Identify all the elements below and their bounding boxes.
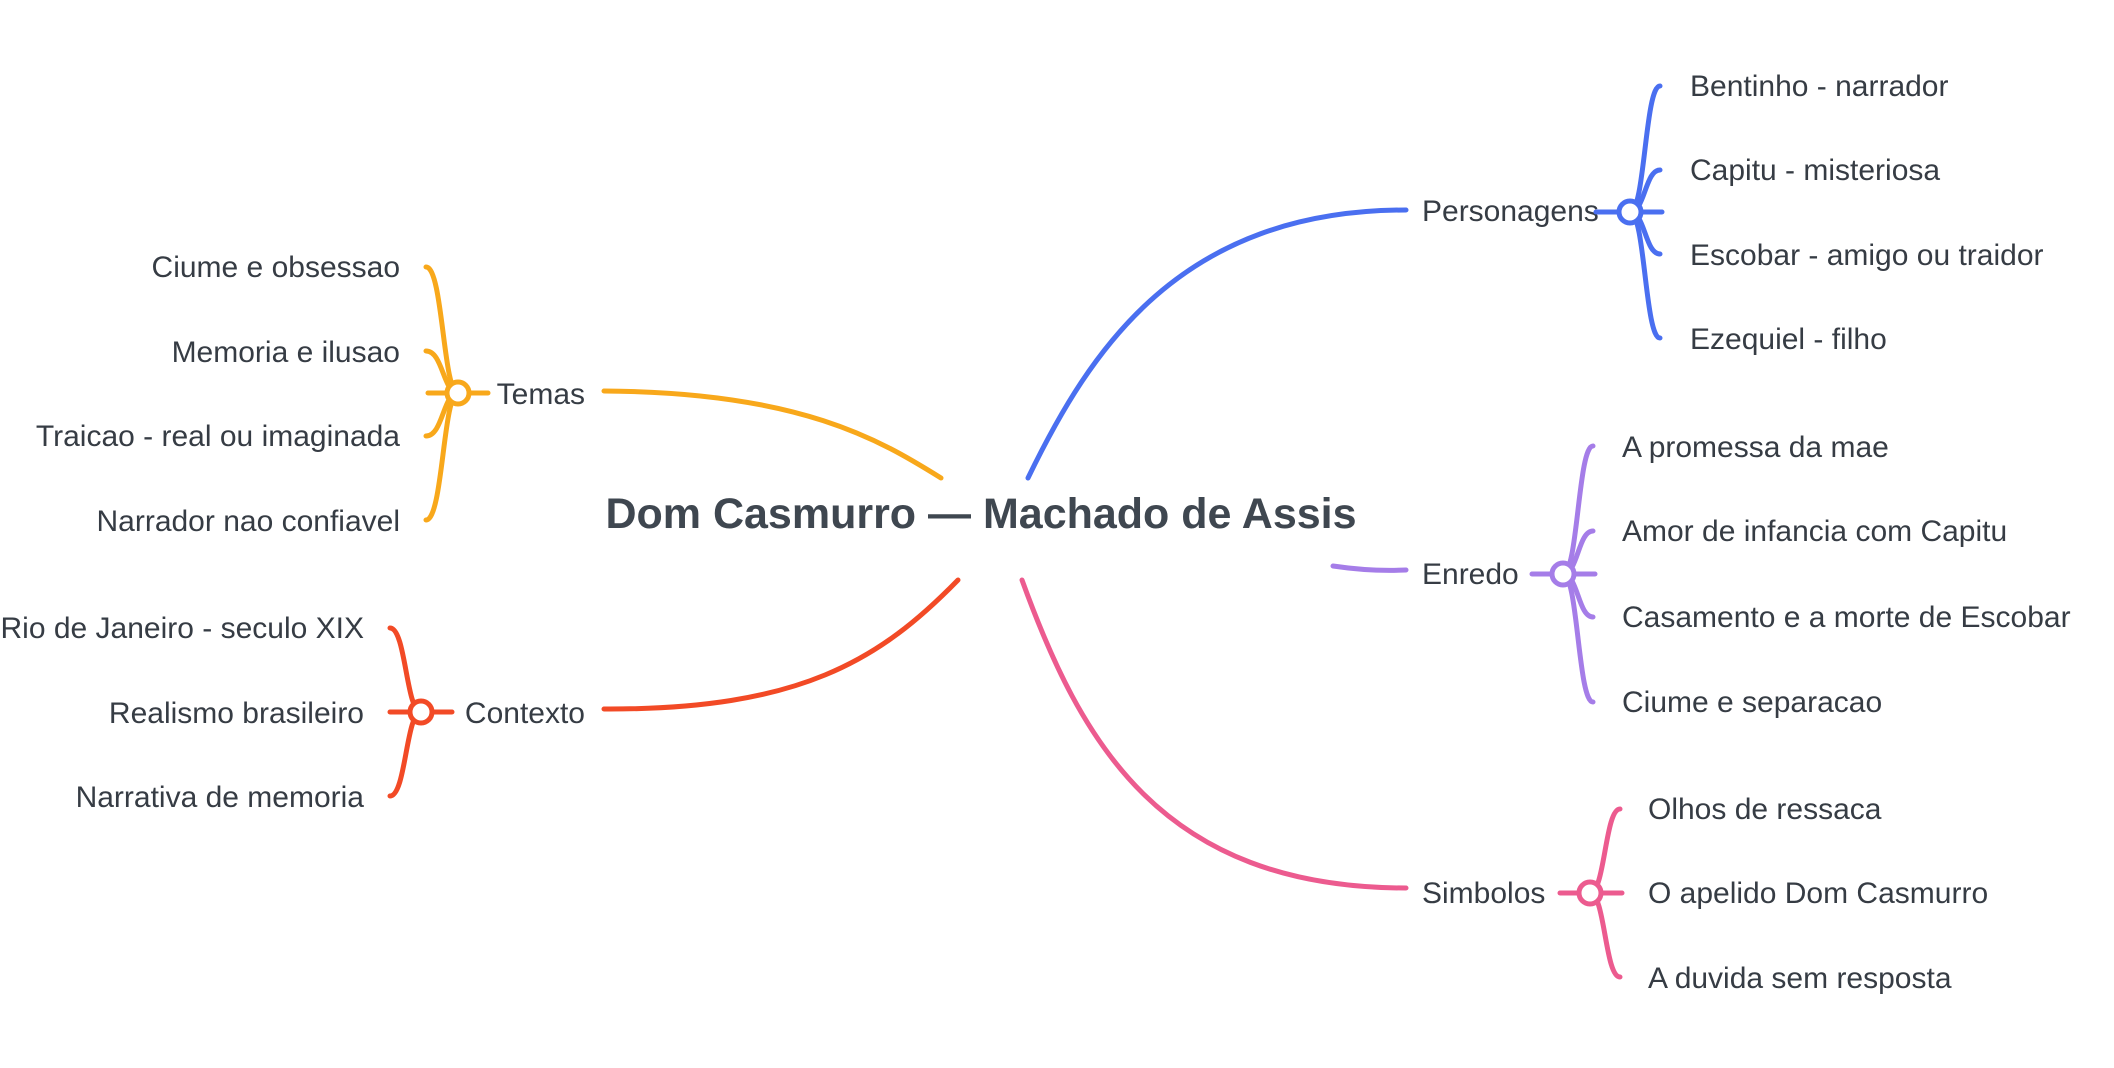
branch-label-enredo[interactable]: Enredo	[1422, 558, 1519, 591]
branch-personagens: Personagens Bentinho - narrador Capitu -…	[1422, 70, 2044, 356]
leaf-personagens-3[interactable]: Escobar - amigo ou traidor	[1690, 239, 2044, 272]
leaf-contexto-3[interactable]: Narrativa de memoria	[76, 781, 365, 814]
collapse-toggle-simbolos[interactable]	[1576, 879, 1604, 907]
branch-temas: Temas Ciume e obsessao Memoria e ilusao …	[36, 251, 585, 538]
leaf-enredo-1[interactable]: A promessa da mae	[1622, 431, 1889, 464]
connector-temas	[601, 388, 944, 481]
branch-simbolos: Simbolos Olhos de ressaca O apelido Dom …	[1422, 793, 1988, 995]
connector-contexto	[601, 577, 961, 712]
collapse-toggle-enredo[interactable]	[1549, 560, 1577, 588]
leaf-temas-2[interactable]: Memoria e ilusao	[172, 336, 400, 369]
leaf-simbolos-3[interactable]: A duvida sem resposta	[1648, 962, 1952, 995]
leaf-personagens-4[interactable]: Ezequiel - filho	[1690, 323, 1887, 356]
leaf-temas-3[interactable]: Traicao - real ou imaginada	[36, 420, 400, 453]
leaf-temas-4[interactable]: Narrador nao confiavel	[96, 505, 400, 538]
leaf-enredo-4[interactable]: Ciume e separacao	[1622, 686, 1882, 719]
leaf-enredo-3[interactable]: Casamento e a morte de Escobar	[1622, 601, 2071, 634]
leaf-contexto-2[interactable]: Realismo brasileiro	[109, 697, 364, 730]
connector-personagens	[1025, 207, 1409, 481]
collapse-toggle-personagens[interactable]	[1616, 198, 1644, 226]
branch-enredo: Enredo A promessa da mae Amor de infanci…	[1422, 431, 2071, 719]
connector-enredo	[1330, 563, 1409, 573]
branch-label-simbolos[interactable]: Simbolos	[1422, 877, 1545, 910]
leaf-simbolos-1[interactable]: Olhos de ressaca	[1648, 793, 1882, 826]
leaf-personagens-1[interactable]: Bentinho - narrador	[1690, 70, 1949, 103]
leaf-contexto-1[interactable]: Rio de Janeiro - seculo XIX	[0, 612, 364, 645]
central-topic[interactable]: Dom Casmurro — Machado de Assis	[605, 490, 1356, 538]
branch-contexto: Contexto Rio de Janeiro - seculo XIX Rea…	[0, 612, 585, 814]
branch-label-temas[interactable]: Temas	[497, 378, 585, 411]
connector-simbolos	[1019, 577, 1409, 891]
leaf-simbolos-2[interactable]: O apelido Dom Casmurro	[1648, 877, 1988, 910]
collapse-toggle-temas[interactable]	[444, 379, 472, 407]
collapse-toggle-contexto[interactable]	[407, 698, 435, 726]
leaf-temas-1[interactable]: Ciume e obsessao	[152, 251, 400, 284]
branch-label-personagens[interactable]: Personagens	[1422, 195, 1599, 228]
leaf-enredo-2[interactable]: Amor de infancia com Capitu	[1622, 515, 2007, 548]
leaf-personagens-2[interactable]: Capitu - misteriosa	[1690, 154, 1940, 187]
branch-label-contexto[interactable]: Contexto	[465, 697, 585, 730]
